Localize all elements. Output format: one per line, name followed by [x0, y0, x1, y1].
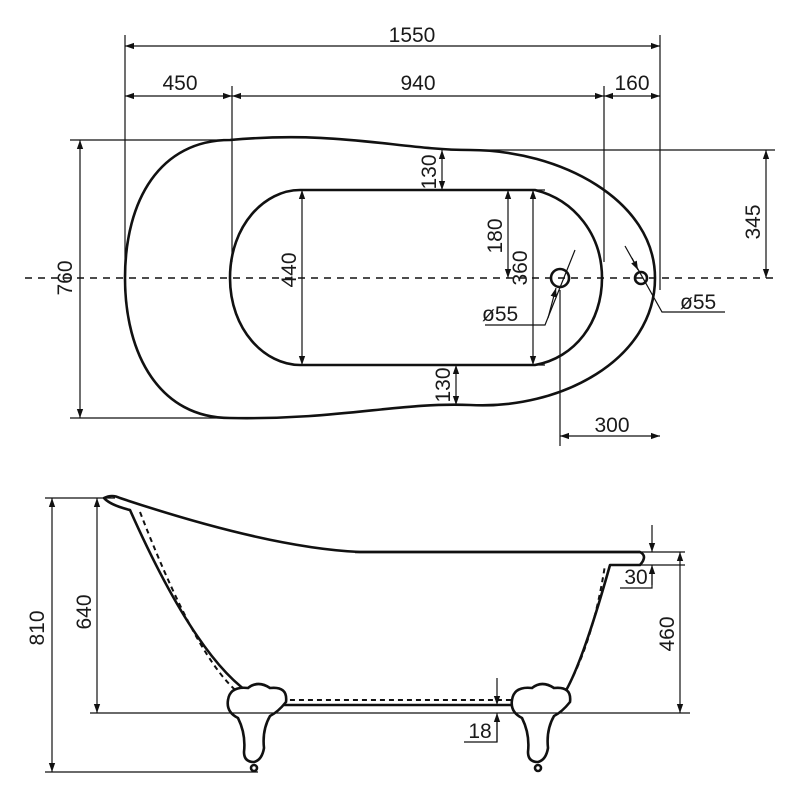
side-extension-lines	[45, 497, 690, 773]
label-drain-diameter: ø55	[482, 303, 518, 326]
label-overall-width: 760	[54, 260, 77, 295]
leader-overflow-arrow	[631, 257, 639, 271]
side-view: 810 640 460 30 18	[26, 494, 690, 773]
plan-view: 1550 450 940 160 760 440 130 130 180 360…	[25, 24, 775, 446]
leader-drain-arrow	[547, 287, 557, 319]
label-inner-width: 440	[278, 252, 301, 287]
label-half-inner-width: 180	[484, 218, 507, 253]
left-claw-foot	[226, 682, 288, 764]
label-half-width-right: 345	[742, 204, 765, 239]
right-claw-foot	[510, 682, 572, 764]
plan-extension-lines	[70, 35, 775, 446]
label-total-height: 810	[26, 610, 49, 645]
leader-drain	[485, 249, 576, 326]
right-foot-ball	[533, 763, 543, 773]
label-drain-span: 360	[509, 250, 532, 285]
label-floor-clearance: 18	[468, 720, 491, 743]
label-rim-top: 130	[418, 154, 441, 189]
label-end-left: 450	[162, 72, 197, 95]
label-inner-depth: 640	[73, 594, 96, 629]
leader-floor-clearance	[464, 720, 498, 743]
label-drain-offset: 300	[594, 414, 629, 437]
tub-inner-hidden-line	[139, 511, 606, 701]
label-rim-bottom: 130	[432, 367, 455, 402]
label-rim-thickness: 30	[624, 566, 647, 589]
left-foot-ball	[249, 763, 259, 773]
label-overall-length: 1550	[389, 24, 436, 47]
label-overflow-diameter: ø55	[680, 291, 716, 314]
label-body-height: 460	[656, 616, 679, 651]
overflow-hole	[633, 270, 649, 286]
tub-side-profile	[102, 494, 646, 707]
label-end-right: 160	[614, 72, 649, 95]
leader-rim-thickness	[620, 572, 653, 589]
label-inner-length: 940	[400, 72, 435, 95]
